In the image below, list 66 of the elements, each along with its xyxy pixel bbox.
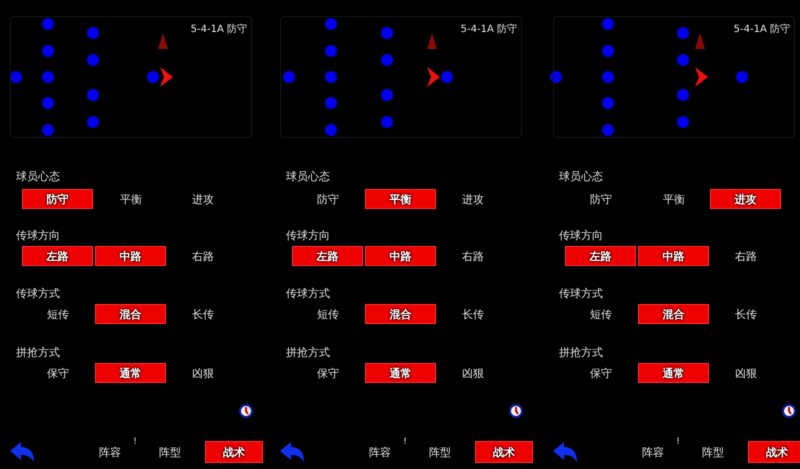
section-title: 拼抢方式	[559, 346, 603, 359]
tab-button: 战术	[475, 441, 533, 463]
alert-mark: !	[403, 437, 407, 447]
option-label: 短传	[317, 308, 339, 321]
section-title: 传球方向	[559, 229, 603, 242]
section-title: 拼抢方式	[16, 346, 60, 359]
option-label: 保守	[590, 367, 612, 380]
option-label: 长传	[462, 308, 484, 321]
section-title: 传球方向	[16, 229, 60, 242]
option-button: 通常	[95, 363, 166, 383]
option-button: 中路	[638, 246, 709, 266]
option-label: 短传	[47, 308, 69, 321]
option-label: 长传	[735, 308, 757, 321]
option-button: 平衡	[365, 189, 436, 209]
option-button: 混合	[638, 304, 709, 324]
option-button: 通常	[365, 363, 436, 383]
option-button: 混合	[365, 304, 436, 324]
option-label: 进攻	[462, 193, 484, 206]
option-button: 左路	[292, 246, 363, 266]
option-label: 右路	[192, 250, 214, 263]
option-button: 防守	[22, 189, 93, 209]
option-label: 平衡	[663, 193, 685, 206]
option-label: 防守	[590, 193, 612, 206]
option-label: 长传	[192, 308, 214, 321]
alert-mark: !	[133, 437, 137, 447]
formation-name: 5-4-1A 防守	[190, 22, 247, 36]
section-title: 传球方向	[286, 229, 330, 242]
tab-label: 阵容	[369, 446, 391, 459]
option-label: 右路	[462, 250, 484, 263]
formation-name: 5-4-1A 防守	[460, 22, 517, 36]
tab-label: 阵型	[429, 446, 451, 459]
option-button: 混合	[95, 304, 166, 324]
tab-button: 战术	[205, 441, 263, 463]
option-label: 短传	[590, 308, 612, 321]
section-title: 传球方式	[16, 287, 60, 300]
option-label: 防守	[317, 193, 339, 206]
option-label: 凶狠	[192, 367, 214, 380]
option-label: 凶狠	[735, 367, 757, 380]
option-label: 保守	[317, 367, 339, 380]
tab-label: 阵容	[642, 446, 664, 459]
alert-mark: !	[676, 437, 680, 447]
option-label: 平衡	[120, 193, 142, 206]
tab-button: 战术	[748, 441, 800, 463]
section-title: 球员心态	[286, 170, 330, 183]
formation-name: 5-4-1A 防守	[734, 22, 790, 36]
section-title: 球员心态	[559, 170, 603, 183]
formation-panel	[553, 16, 795, 138]
option-button: 左路	[22, 246, 93, 266]
tab-label: 阵型	[159, 446, 181, 459]
option-button: 通常	[638, 363, 709, 383]
option-button: 中路	[365, 246, 436, 266]
tab-label: 阵型	[702, 446, 724, 459]
option-label: 右路	[735, 250, 757, 263]
section-title: 拼抢方式	[286, 346, 330, 359]
section-title: 传球方式	[559, 287, 603, 300]
option-label: 保守	[47, 367, 69, 380]
option-button: 中路	[95, 246, 166, 266]
tab-label: 阵容	[99, 446, 121, 459]
formation-panel	[10, 16, 252, 138]
section-title: 球员心态	[16, 170, 60, 183]
formation-panel	[280, 16, 522, 138]
option-button: 进攻	[710, 189, 781, 209]
option-button: 左路	[565, 246, 636, 266]
option-label: 凶狠	[462, 367, 484, 380]
section-title: 传球方式	[286, 287, 330, 300]
option-label: 进攻	[192, 193, 214, 206]
